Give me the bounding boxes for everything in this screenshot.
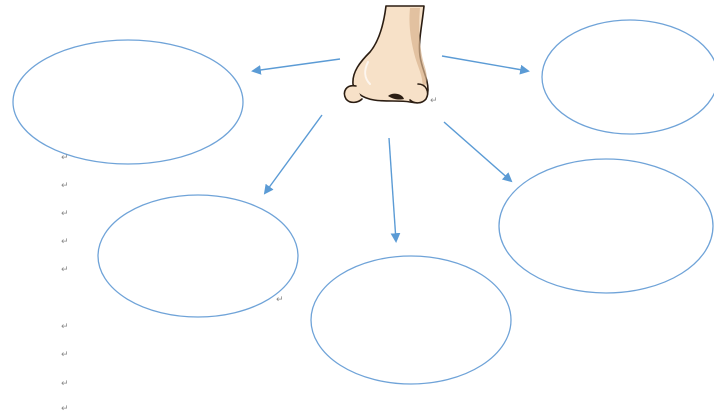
nose-icon [343, 5, 429, 104]
paragraph-mark: ↵ [61, 404, 69, 414]
arrow-to-top-right [441, 55, 530, 75]
bubble-middle-right[interactable] [498, 158, 714, 294]
paragraph-mark: ↵ [61, 209, 69, 219]
paragraph-mark: ↵ [61, 265, 69, 275]
paragraph-mark: ↵ [61, 350, 69, 360]
bubble-top-right[interactable] [541, 19, 714, 135]
paragraph-mark: ↵ [430, 96, 438, 106]
arrow-to-middle-right [443, 121, 513, 183]
arrow-to-bottom-center [388, 137, 401, 243]
bubble-bottom-center[interactable] [310, 255, 512, 385]
paragraph-mark: ↵ [61, 237, 69, 247]
paragraph-mark: ↵ [61, 322, 69, 332]
paragraph-mark: ↵ [276, 295, 284, 305]
paragraph-mark: ↵ [61, 379, 69, 389]
arrow-to-middle-left [263, 114, 323, 195]
arrow-to-top-left [251, 58, 341, 75]
bubble-middle-left[interactable] [97, 194, 299, 318]
paragraph-mark: ↵ [61, 181, 69, 191]
paragraph-mark: ↵ [61, 153, 69, 163]
bubble-top-left[interactable] [12, 39, 244, 165]
